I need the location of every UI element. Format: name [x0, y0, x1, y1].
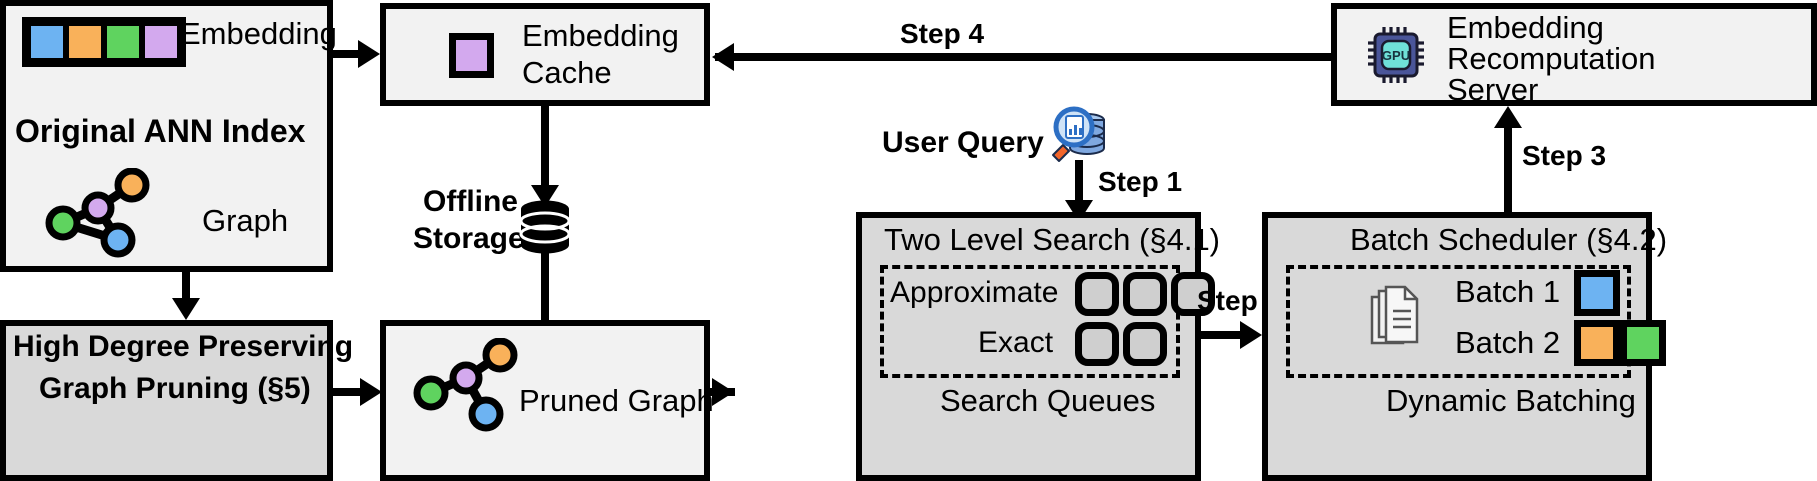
documents-icon — [1370, 285, 1419, 345]
search-queues-dashed-region — [880, 265, 1180, 378]
edge-cache-to-storage-line — [541, 106, 549, 191]
edge-index-to-pruning-line — [182, 272, 190, 300]
batch-2-cell-orange — [1574, 320, 1620, 366]
recomputation-server-title-line2: Recomputation — [1447, 41, 1656, 76]
queue-cell[interactable] — [1123, 322, 1167, 366]
embedding-label: Embedding — [180, 16, 337, 51]
queue-cell[interactable] — [1075, 322, 1119, 366]
edge-pruned-to-storage-line — [541, 245, 549, 323]
graph-pruning-title-line1: High Degree Preserving — [13, 330, 354, 363]
pruned-graph-icon — [413, 338, 518, 432]
embedding-cell-blue — [28, 23, 66, 61]
edge-step4-label: Step 4 — [900, 18, 985, 49]
embedding-cache-title-line1: Embedding — [522, 18, 679, 53]
queue-row-exact — [1075, 322, 1167, 366]
two-level-search-title: Two Level Search (§4.1) — [884, 222, 1221, 257]
pruned-graph-label: Pruned Graph — [519, 383, 714, 418]
edge-step4-line — [715, 53, 1332, 61]
edge-step1-label: Step 1 — [1098, 166, 1183, 197]
graph-label: Graph — [202, 203, 289, 238]
two-level-search-box — [856, 212, 1201, 481]
batch-2-label: Batch 2 — [1455, 325, 1561, 360]
user-query-label: User Query — [882, 126, 1044, 159]
search-queues-footer: Search Queues — [940, 383, 1156, 418]
edge-index-to-pruning-arrowhead — [172, 298, 200, 320]
batch-2-cells — [1574, 320, 1666, 366]
dynamic-batching-footer: Dynamic Batching — [1386, 383, 1636, 418]
edge-step4-arrowhead — [712, 43, 734, 71]
embedding-cache-box — [380, 3, 710, 106]
edge-pruned-to-search-arrowhead — [712, 378, 734, 406]
recomputation-server-title-line1: Embedding — [1447, 10, 1604, 45]
embedding-cache-chip-icon — [449, 33, 494, 78]
offline-storage-label-line1: Offline — [423, 185, 518, 218]
queue-row-label-approximate: Approximate — [890, 276, 1059, 309]
edge-step3-line — [1504, 125, 1512, 213]
batch-1-label: Batch 1 — [1455, 274, 1561, 309]
queue-cell[interactable] — [1123, 272, 1167, 316]
batch-1-cell-blue — [1574, 270, 1620, 316]
queue-cell[interactable] — [1171, 272, 1215, 316]
embedding-vector-strip — [22, 17, 186, 67]
queue-row-approximate — [1075, 272, 1215, 316]
batch-scheduler-title: Batch Scheduler (§4.2) — [1350, 222, 1668, 257]
gpu-chip-icon: GPU — [1368, 27, 1424, 83]
queue-cell[interactable] — [1075, 272, 1119, 316]
original-graph-icon — [45, 168, 150, 258]
embedding-cell-purple — [142, 23, 180, 61]
graph-pruning-title-line2: Graph Pruning (§5) — [39, 372, 311, 405]
database-icon — [519, 200, 571, 254]
original-ann-index-title: Original ANN Index — [15, 113, 306, 149]
batch-2-cell-green — [1620, 320, 1666, 366]
embedding-cache-title-line2: Cache — [522, 55, 612, 90]
edge-index-to-cache-line — [333, 50, 367, 58]
edge-pruning-to-pruned-arrowhead — [360, 378, 382, 406]
offline-storage-label-line2: Storage — [413, 222, 525, 255]
edge-step3-arrowhead — [1494, 106, 1522, 128]
query-search-database-icon — [1052, 106, 1105, 162]
edge-step2-line — [1201, 331, 1247, 339]
edge-pruning-to-pruned-line — [333, 388, 367, 396]
queue-row-label-exact: Exact — [978, 326, 1054, 359]
edge-step2-arrowhead — [1240, 321, 1262, 349]
svg-text:GPU: GPU — [1382, 48, 1410, 63]
edge-step1-line — [1075, 160, 1083, 205]
edge-index-to-cache-arrowhead — [358, 40, 380, 68]
embedding-cell-green — [104, 23, 142, 61]
embedding-cell-orange — [66, 23, 104, 61]
edge-step3-label: Step 3 — [1522, 140, 1607, 171]
recomputation-server-title-line3: Server — [1447, 72, 1539, 107]
graph-pruning-box — [0, 320, 333, 481]
